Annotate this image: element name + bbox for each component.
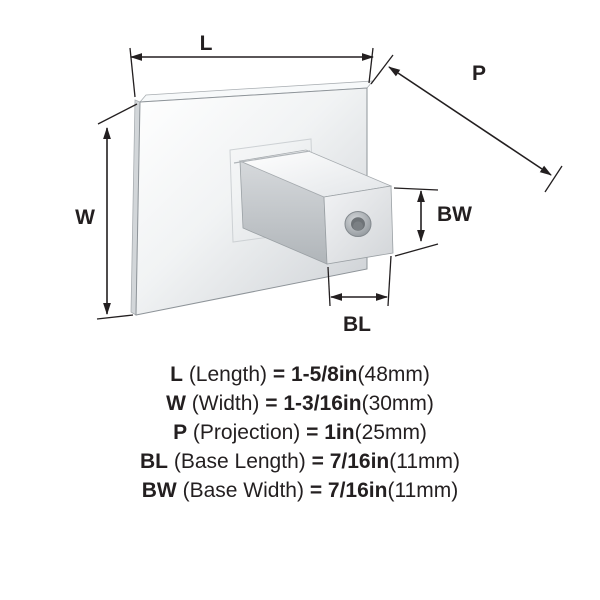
spec-value: = 7/16in (309, 479, 388, 502)
spec-value: = 1-3/16in (265, 392, 362, 415)
screw-hole (344, 211, 372, 237)
spec-value: = 7/16in (311, 450, 390, 473)
spec-line-base-width: BW (Base Width) = 7/16in(11mm) (0, 476, 600, 505)
dimension-base-length: BL (327, 255, 392, 336)
stem-base-collar (233, 150, 311, 164)
spec-line-projection: P (Projection) = 1in(25mm) (0, 418, 600, 447)
spec-metric: (30mm) (361, 392, 434, 415)
spec-metric: (11mm) (389, 450, 461, 473)
dimension-base-width: BW (393, 187, 472, 257)
spec-code: BW (141, 479, 177, 502)
spec-desc: (Projection) (192, 421, 301, 444)
projection-label: P (472, 62, 486, 85)
spec-value: = 1in (306, 421, 355, 444)
diagram-canvas: L P W BW BL (75, 32, 563, 336)
width-label: W (75, 206, 95, 229)
stem (233, 149, 394, 265)
length-label: L (200, 32, 213, 55)
spec-value: = 1-5/8in (272, 363, 358, 386)
spec-line-width: W (Width) = 1-3/16in(30mm) (0, 389, 600, 418)
spec-metric: (11mm) (387, 479, 459, 502)
knob-illustration (130, 80, 394, 316)
base-length-label: BL (343, 313, 371, 336)
dimension-length: L (129, 32, 374, 98)
base-width-label: BW (437, 203, 472, 226)
spec-desc: (Width) (191, 392, 260, 415)
spec-desc: (Base Width) (182, 479, 304, 502)
dimension-width: W (75, 103, 138, 320)
spec-desc: (Base Length) (173, 450, 306, 473)
spec-line-base-length: BL (Base Length) = 7/16in(11mm) (0, 447, 600, 476)
spec-code: W (166, 392, 186, 415)
spec-code: P (173, 421, 188, 444)
spec-metric: (48mm) (357, 363, 430, 386)
dimension-projection: P (370, 54, 563, 193)
spec-list: L (Length) = 1-5/8in(48mm) W (Width) = 1… (0, 360, 600, 505)
spec-line-length: L (Length) = 1-5/8in(48mm) (0, 360, 600, 389)
spec-code: L (170, 363, 183, 386)
spec-desc: (Length) (188, 363, 268, 386)
spec-metric: (25mm) (354, 421, 427, 444)
spec-code: BL (139, 450, 168, 473)
